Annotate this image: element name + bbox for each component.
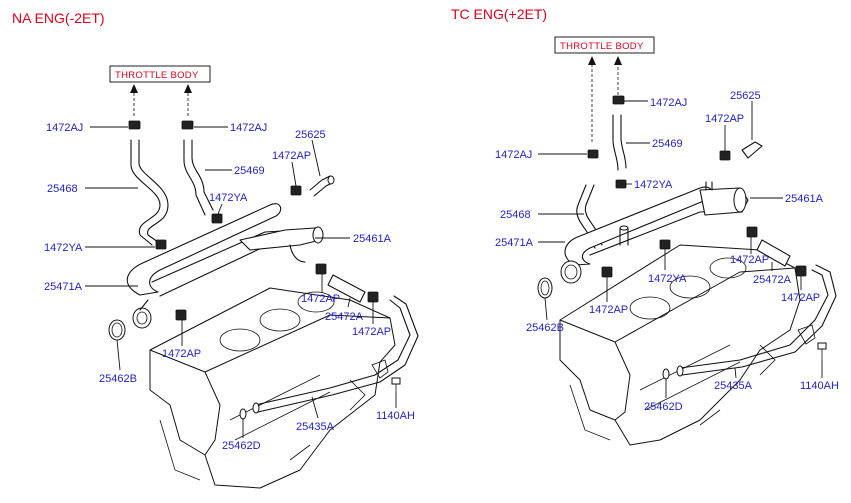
tc-label-25472a: 25472A bbox=[753, 274, 792, 286]
na-label-25469: 25469 bbox=[234, 165, 265, 177]
na-label-1472ap-a: 1472AP bbox=[272, 150, 311, 162]
tc-hose-25625 bbox=[741, 141, 763, 159]
tc-clamp-1472ap-a bbox=[719, 150, 731, 161]
na-throttle-body-label: THROTTLE BODY bbox=[115, 70, 199, 81]
tc-throttle-arrows bbox=[588, 56, 622, 142]
tc-label-1472ya-b: 1472YA bbox=[648, 273, 687, 285]
na-clamp-1472aj-a bbox=[128, 120, 141, 130]
tc-label-1472ap-a: 1472AP bbox=[705, 113, 744, 125]
na-outlet-fitting bbox=[132, 299, 152, 329]
na-pipe-25461a bbox=[239, 226, 324, 263]
tc-engine-section: TC ENG(+2ET) THROTTLE BODY bbox=[451, 6, 839, 446]
na-label-1472ya-b: 1472YA bbox=[44, 242, 83, 254]
tc-throttle-body-label: THROTTLE BODY bbox=[560, 41, 644, 52]
na-hose-25472a bbox=[327, 274, 366, 303]
na-label-1140ah: 1140AH bbox=[376, 410, 415, 422]
na-engine-title: NA ENG(-2ET) bbox=[12, 10, 105, 26]
tc-label-1472ya-a: 1472YA bbox=[634, 179, 673, 191]
na-label-25625: 25625 bbox=[295, 129, 326, 141]
tc-clamp-1472aj-b bbox=[587, 149, 599, 159]
tc-label-25435a: 25435A bbox=[714, 380, 753, 392]
na-label-25461a: 25461A bbox=[353, 233, 392, 245]
tc-pipe-25461a bbox=[619, 181, 749, 246]
na-clamp-1472ap-a bbox=[290, 185, 302, 196]
tc-clamp-1472ap-d bbox=[601, 266, 613, 278]
tc-pipe-25435a bbox=[676, 264, 837, 377]
tc-label-1472ap-d: 1472AP bbox=[589, 304, 628, 316]
tc-label-1472ap-b: 1472AP bbox=[730, 254, 769, 266]
tc-label-25462b: 25462B bbox=[526, 322, 564, 334]
tc-outlet-fitting bbox=[560, 260, 582, 284]
tc-bolt-1140ah bbox=[797, 324, 827, 360]
na-label-25462d: 25462D bbox=[222, 440, 261, 452]
na-clamp-1472ya-b bbox=[155, 239, 167, 250]
na-hose-25468 bbox=[130, 139, 169, 246]
na-clamp-1472aj-b bbox=[181, 120, 194, 130]
na-engine-section: NA ENG(-2ET) THROTTLE BODY bbox=[12, 10, 419, 489]
na-label-25435a: 25435A bbox=[296, 421, 335, 433]
tc-hose-25472a bbox=[756, 239, 791, 267]
na-label-1472ya-a: 1472YA bbox=[209, 192, 248, 204]
na-throttle-body-box: THROTTLE BODY bbox=[109, 65, 211, 83]
na-gasket-25462d bbox=[239, 408, 247, 420]
na-label-1472ap-d: 1472AP bbox=[162, 348, 201, 360]
tc-label-25469: 25469 bbox=[652, 138, 683, 150]
na-clamp-1472ap-b bbox=[315, 263, 327, 275]
na-clamp-1472ap-c bbox=[367, 291, 379, 303]
na-pipe-25435a bbox=[252, 295, 419, 414]
na-hose-25469 bbox=[183, 139, 214, 216]
tc-label-1472aj-b: 1472AJ bbox=[495, 149, 532, 161]
na-engine-block bbox=[149, 287, 396, 489]
tc-label-1472aj-a: 1472AJ bbox=[650, 97, 687, 109]
na-clamp-1472ya-a bbox=[211, 213, 223, 224]
tc-part-labels: 1472AJ 25625 1472AP 1472AJ 25469 1472YA … bbox=[495, 90, 839, 413]
na-label-25462b: 25462B bbox=[99, 373, 137, 385]
na-label-1472ap-b: 1472AP bbox=[301, 293, 340, 305]
tc-throttle-body-box: THROTTLE BODY bbox=[554, 36, 655, 54]
tc-label-25625: 25625 bbox=[730, 90, 761, 102]
tc-label-1140ah: 1140AH bbox=[800, 380, 839, 392]
tc-clamp-1472ya-b bbox=[659, 239, 671, 250]
na-leader-lines bbox=[85, 126, 397, 438]
tc-clamp-1472ya-a bbox=[615, 179, 627, 189]
na-label-25472a: 25472A bbox=[325, 311, 364, 323]
tc-hose-25469 bbox=[612, 114, 627, 171]
na-throttle-arrows bbox=[130, 84, 192, 116]
na-gasket-25462b bbox=[108, 319, 126, 341]
tc-gasket-25462d bbox=[662, 368, 670, 380]
tc-label-25461a: 25461A bbox=[785, 193, 824, 205]
tc-label-25462d: 25462D bbox=[644, 401, 683, 413]
na-bolt-1140ah bbox=[371, 359, 401, 392]
na-label-25468: 25468 bbox=[47, 183, 78, 195]
na-clamp-1472ap-d bbox=[175, 309, 187, 321]
tc-clamp-1472ap-c bbox=[795, 265, 807, 277]
na-hose-25625 bbox=[309, 175, 335, 197]
tc-leader-lines bbox=[538, 100, 823, 398]
tc-engine-title: TC ENG(+2ET) bbox=[451, 6, 547, 22]
na-part-labels: 1472AJ 1472AJ 25625 1472AP 25468 25469 1… bbox=[44, 122, 415, 452]
tc-clamp-1472ap-b bbox=[746, 226, 758, 238]
tc-label-25468: 25468 bbox=[500, 209, 531, 221]
tc-gasket-25462b bbox=[537, 277, 553, 299]
tc-label-1472ap-c: 1472AP bbox=[781, 292, 820, 304]
tc-label-25471a: 25471A bbox=[495, 237, 534, 249]
na-label-1472ap-c: 1472AP bbox=[352, 326, 391, 338]
na-label-25471a: 25471A bbox=[44, 281, 83, 293]
na-label-1472aj-a: 1472AJ bbox=[46, 122, 83, 134]
na-label-1472aj-b: 1472AJ bbox=[230, 122, 267, 134]
tc-clamp-1472aj-a bbox=[612, 95, 625, 105]
